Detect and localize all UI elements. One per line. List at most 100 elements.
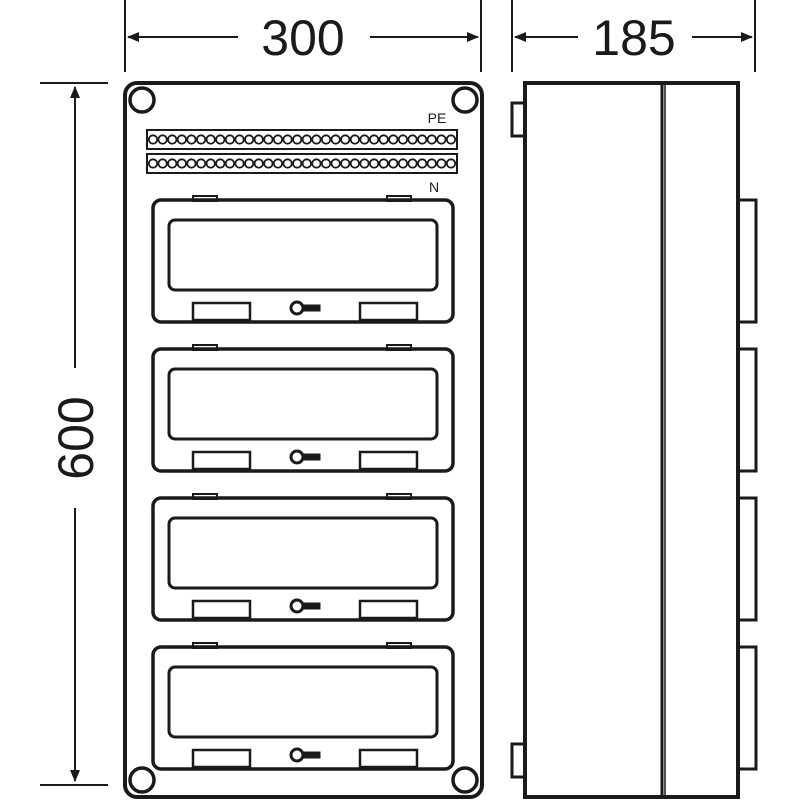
n-rail-label: N [429, 179, 439, 195]
pe-rail-label: PE [428, 110, 447, 126]
height-label: 600 [48, 396, 104, 479]
side-view [510, 81, 758, 799]
rail-terminal [349, 158, 360, 169]
module-top-tab [192, 344, 218, 351]
pe-rail [146, 129, 458, 150]
rail-terminal [224, 158, 235, 169]
rail-terminal [282, 134, 293, 145]
lock-icon [289, 747, 305, 763]
rail-terminal [195, 158, 207, 169]
rail-terminal [186, 158, 197, 169]
module-label-slot [191, 450, 252, 471]
rail-terminal [215, 158, 226, 169]
module-rows [151, 195, 455, 771]
module-top-tab [386, 344, 412, 351]
rail-terminal [417, 134, 428, 145]
module-row [151, 195, 455, 324]
n-rail-terminals [147, 158, 457, 169]
module-top-tab [386, 493, 412, 500]
side-hinge-bottom [510, 742, 527, 779]
rail-terminal [176, 134, 187, 145]
rail-terminal [205, 158, 216, 169]
rail-terminal [368, 158, 380, 169]
depth-label: 185 [592, 10, 675, 66]
module-row [151, 642, 455, 771]
module-top-tab [192, 642, 218, 649]
module-window [167, 367, 439, 441]
module-window [167, 516, 439, 590]
rail-terminal [167, 158, 178, 169]
module-label-slot [358, 301, 419, 322]
rail-terminal [397, 134, 409, 145]
rail-terminal [311, 158, 322, 169]
module-label-slot [358, 450, 419, 471]
side-lid-profile [736, 645, 758, 771]
rail-terminal [320, 158, 332, 169]
rail-terminal [301, 134, 312, 145]
rail-terminal [426, 158, 437, 169]
rail-terminal [147, 158, 159, 169]
n-rail [146, 153, 458, 174]
module-cover [151, 645, 455, 771]
rail-terminal [340, 134, 351, 145]
module-label-slot [191, 748, 252, 769]
rail-terminal [330, 158, 341, 169]
rail-terminal [388, 134, 399, 145]
module-window [167, 665, 439, 739]
rail-terminal [330, 134, 341, 145]
height-dimension [40, 82, 108, 786]
lock-latch [302, 751, 321, 759]
screw-top-right [451, 86, 479, 114]
rail-terminal [445, 158, 457, 169]
rail-terminal [282, 158, 293, 169]
lock-latch [302, 602, 321, 610]
lock-latch [302, 304, 321, 312]
depth-dimension [511, 0, 756, 72]
rail-terminal [272, 134, 284, 145]
rail-terminal [417, 158, 428, 169]
rail-terminal [263, 158, 274, 169]
rail-terminal [368, 134, 380, 145]
rail-terminal [436, 158, 447, 169]
rail-terminal [320, 134, 332, 145]
lock-icon [289, 598, 305, 614]
lock-icon [289, 449, 305, 465]
rail-terminal [407, 158, 418, 169]
rail-terminal [176, 158, 187, 169]
rail-terminal [272, 158, 284, 169]
side-lid-profile [736, 347, 758, 473]
rail-terminal [388, 158, 399, 169]
module-row [151, 344, 455, 473]
module-cover [151, 347, 455, 473]
module-window [167, 218, 439, 292]
rail-terminal [397, 158, 409, 169]
front-view: PE N [123, 81, 484, 799]
module-cover [151, 496, 455, 622]
module-top-tab [386, 195, 412, 202]
module-label-slot [358, 748, 419, 769]
rail-terminal [311, 134, 322, 145]
rail-terminal [195, 134, 207, 145]
rail-terminal [292, 134, 303, 145]
side-lid-profile [736, 496, 758, 622]
rail-terminal [292, 158, 303, 169]
side-hinges [510, 101, 527, 779]
module-top-tab [192, 493, 218, 500]
screw-top-left [128, 86, 156, 114]
rail-terminal [186, 134, 197, 145]
rail-terminal [244, 134, 255, 145]
rail-terminal [147, 134, 159, 145]
rail-terminal [253, 134, 264, 145]
rail-terminal [301, 158, 312, 169]
lock-latch [302, 453, 321, 461]
rail-terminal [157, 134, 168, 145]
rail-terminal [426, 134, 437, 145]
side-hinge-top [510, 101, 527, 138]
rail-terminal [378, 134, 389, 145]
lock-icon [289, 300, 305, 316]
module-top-tab [386, 642, 412, 649]
rail-terminal [263, 134, 274, 145]
width-dimension [124, 0, 482, 72]
rail-terminal [244, 158, 255, 169]
